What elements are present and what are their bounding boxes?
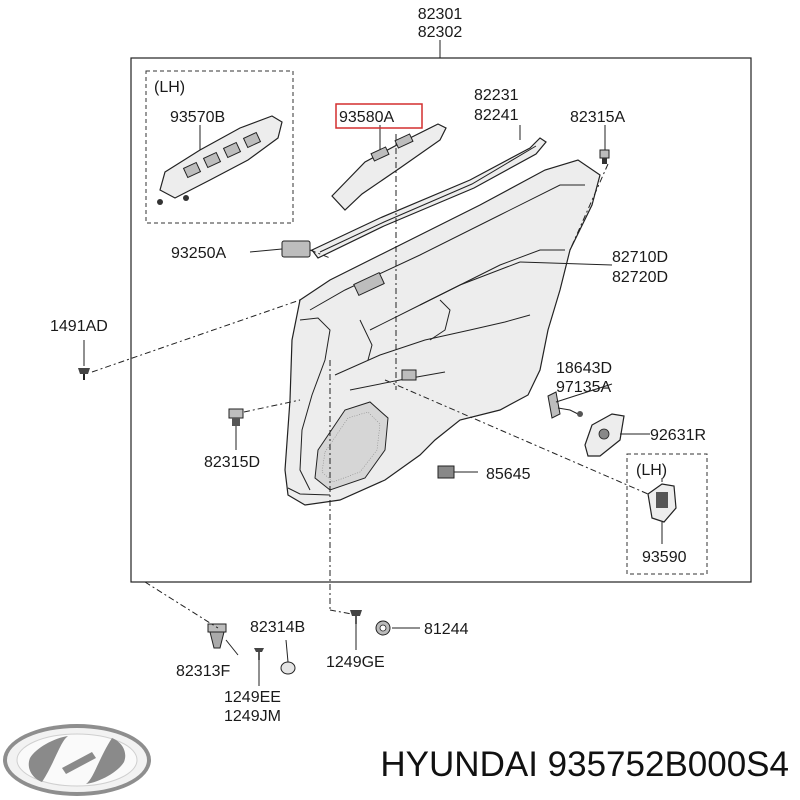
label-93590: 93590 xyxy=(642,549,687,566)
center-lines xyxy=(91,134,649,629)
label-1249jm: 1249JM xyxy=(224,708,281,725)
label-lh-top: (LH) xyxy=(154,79,185,96)
label-82315a: 82315A xyxy=(570,109,625,126)
grille-clip xyxy=(437,465,455,479)
label-93570b: 93570B xyxy=(170,109,225,126)
label-1491ad: 1491AD xyxy=(50,318,108,335)
label-93580a: 93580A xyxy=(339,109,394,126)
hyundai-logo xyxy=(3,724,151,796)
leader-lines xyxy=(83,125,663,686)
label-82241: 82241 xyxy=(474,107,519,124)
rh-switch-panel xyxy=(331,123,447,211)
clip-top xyxy=(599,149,610,164)
label-1249ee: 1249EE xyxy=(224,689,281,706)
label-82231: 82231 xyxy=(474,87,519,104)
clip-82314b xyxy=(280,661,296,675)
brand-caption: HYUNDAI 935752B000S4 xyxy=(380,745,789,784)
label-82313f: 82313F xyxy=(176,663,230,680)
main-frame xyxy=(130,57,752,583)
label-82720d: 82720D xyxy=(612,269,668,286)
label-92631r: 92631R xyxy=(650,427,706,444)
label-82710d: 82710D xyxy=(612,249,668,266)
mirror-switch xyxy=(584,413,625,457)
label-82314b: 82314B xyxy=(250,619,305,636)
nut-81244 xyxy=(375,620,391,636)
clip-left xyxy=(228,408,244,426)
screw-left xyxy=(78,368,90,380)
label-82302: 82302 xyxy=(418,24,463,41)
courtesy-lamp xyxy=(547,391,583,419)
label-lh-bottom: (LH) xyxy=(636,462,667,479)
lh-switch-box xyxy=(145,70,294,224)
screw-1249ge xyxy=(350,610,362,624)
label-1249ge: 1249GE xyxy=(326,654,385,671)
label-82315d: 82315D xyxy=(204,454,260,471)
screw-1249ee xyxy=(254,648,264,660)
label-97135a: 97135A xyxy=(556,379,611,396)
speaker-grille xyxy=(314,401,389,491)
door-handle-bezel xyxy=(647,483,677,523)
clip-82313f xyxy=(207,623,227,649)
highlight-box xyxy=(335,103,423,129)
lh-switch-assembly xyxy=(157,115,283,205)
lh-bezel-box xyxy=(626,453,708,575)
label-85645: 85645 xyxy=(486,466,531,483)
small-switch xyxy=(281,240,311,258)
window-strip xyxy=(311,137,547,259)
label-18643d: 18643D xyxy=(556,360,612,377)
label-93250a: 93250A xyxy=(171,245,226,262)
label-81244: 81244 xyxy=(424,621,469,638)
label-82301: 82301 xyxy=(418,6,463,23)
